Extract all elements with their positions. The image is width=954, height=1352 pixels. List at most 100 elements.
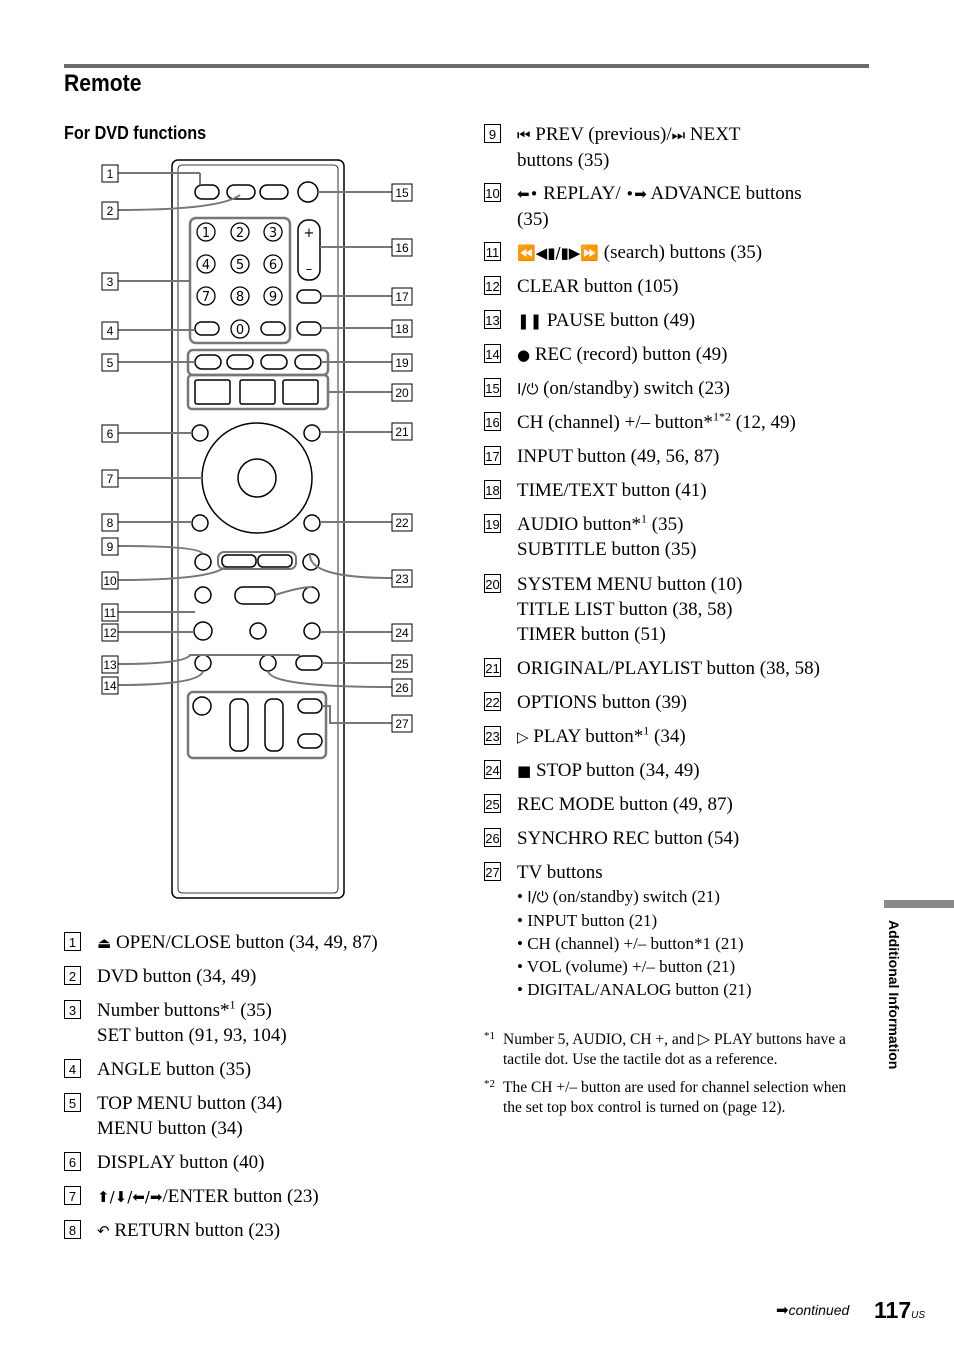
section-tab (884, 900, 954, 908)
item-number: 18 (484, 480, 501, 499)
item-text: OPTIONS button (39) (517, 692, 687, 713)
item-number: 6 (64, 1152, 81, 1171)
callout-label: 13 (103, 658, 117, 672)
list-item: I/⏻ (on/standby) switch (21) (517, 885, 752, 909)
item-number: 17 (484, 446, 501, 465)
footnote-text: Number 5, AUDIO, CH +, and ▷ PLAY button… (503, 1031, 846, 1068)
footnote-text: The CH +/– button are used for channel s… (503, 1079, 847, 1116)
callout-label: 17 (395, 290, 409, 304)
next-icon: ⏭ (671, 126, 686, 144)
tv-buttons-list: I/⏻ (on/standby) switch (21) INPUT butto… (517, 885, 752, 1001)
item-number: 12 (484, 276, 501, 295)
callout-label: 8 (107, 516, 114, 530)
item-text2: ADVANCE buttons (650, 183, 802, 204)
callout-label: 6 (107, 427, 114, 441)
item-number: 27 (484, 862, 501, 881)
list-item: CH (channel) +/– button*1 (21) (517, 932, 752, 955)
callout-label: 11 (104, 606, 117, 620)
callout-label: 22 (395, 516, 409, 530)
callout-label: 24 (395, 626, 409, 640)
item-number: 15 (484, 378, 501, 397)
power-icon: I/⏻ (527, 888, 549, 906)
callout-label: 14 (103, 679, 117, 693)
item-line2: SET button (91, 93, 104) (97, 1025, 287, 1046)
item-number: 9 (484, 124, 501, 143)
callout-label: 20 (395, 386, 409, 400)
list-item: DIGITAL/ANALOG button (21) (517, 978, 751, 1001)
callout-label: 25 (395, 657, 409, 671)
item-number: 24 (484, 760, 501, 779)
arrow-keys-icon: ⬆/⬇/⬅/➡ (97, 1188, 163, 1206)
power-icon: I/⏻ (517, 380, 539, 398)
item-text-after: (12, 49) (730, 412, 796, 433)
stop-icon: ■ (517, 762, 532, 780)
item-text: REC (record) button (49) (534, 344, 728, 365)
item-number: 25 (484, 794, 501, 813)
callout-label: 4 (107, 324, 114, 338)
advance-icon: •➡ (625, 185, 647, 203)
item-text: RETURN button (23) (114, 1220, 281, 1241)
item-line2: buttons (35) (517, 150, 610, 171)
callout-label: 7 (107, 472, 114, 486)
item-number: 2 (64, 966, 81, 985)
item-number: 10 (484, 183, 501, 202)
item-number: 4 (64, 1059, 81, 1078)
item-number: 11 (484, 242, 501, 261)
remote-key: 6 (269, 258, 277, 273)
record-icon: ● (517, 346, 531, 364)
item-number: 21 (484, 658, 501, 677)
item-text: DISPLAY button (40) (97, 1152, 265, 1173)
remote-key: 4 (202, 258, 210, 273)
item-number: 26 (484, 828, 501, 847)
item-line2: MENU button (34) (97, 1118, 243, 1139)
footnote-mark: *1 (484, 1030, 495, 1042)
remote-key: 0 (236, 323, 244, 338)
remote-illustration: 1 2 3 4 5 6 7 8 9 0 + – 1 2 3 4 5 6 7 8 … (101, 159, 413, 899)
item-text: PREV (previous)/ (535, 124, 672, 145)
callout-label: 26 (395, 681, 409, 695)
play-icon: ▷ (517, 728, 529, 746)
section-subtitle: For DVD functions (64, 123, 207, 143)
item-text: ORIGINAL/PLAYLIST button (38, 58) (517, 658, 820, 679)
item-number: 13 (484, 310, 501, 329)
callout-label: 10 (103, 574, 117, 588)
item-number: 14 (484, 344, 501, 363)
item-text-after: (35) (235, 1000, 272, 1021)
remote-key: 3 (269, 226, 277, 241)
remote-key: 2 (236, 226, 244, 241)
item-text: PLAY button* (533, 726, 644, 747)
remote-key: 8 (236, 290, 244, 305)
item-number: 8 (64, 1220, 81, 1239)
item-text: REC MODE button (49, 87) (517, 794, 733, 815)
item-line2: (35) (517, 209, 549, 230)
item-text: (search) buttons (35) (603, 242, 763, 263)
return-icon: ↶ (97, 1222, 110, 1240)
item-text: STOP button (34, 49) (535, 760, 700, 781)
item-text: CH (channel) +/– button* (517, 412, 713, 433)
pause-icon: ❚❚ (517, 312, 543, 330)
callout-label: 15 (395, 186, 409, 200)
item-text: INPUT button (49, 56, 87) (517, 446, 720, 467)
item-number: 3 (64, 1000, 81, 1019)
item-number: 20 (484, 574, 501, 593)
ch-plus-label: + (304, 226, 315, 241)
item-text2: NEXT (689, 124, 741, 145)
remote-key: 9 (269, 290, 277, 305)
item-number: 5 (64, 1093, 81, 1112)
page-title: Remote (64, 70, 142, 97)
footnote-ref-2: *2 (718, 409, 731, 424)
callout-label: 27 (395, 717, 409, 731)
item-line2: SUBTITLE button (35) (517, 539, 697, 560)
item-number: 23 (484, 726, 501, 745)
footnote-ref: 1 (229, 997, 236, 1012)
footnote-ref: 1 (641, 511, 648, 526)
item-text: SYSTEM MENU button (10) (517, 574, 743, 595)
prev-icon: ⏮ (517, 126, 531, 144)
item-text: TV buttons (517, 862, 603, 883)
item-number: 22 (484, 692, 501, 711)
item-text: Number buttons* (97, 1000, 230, 1021)
remote-key: 5 (236, 258, 244, 273)
footnote-ref: 1 (643, 723, 650, 738)
replay-icon: ⬅• (517, 185, 539, 203)
header-rule (64, 64, 869, 68)
